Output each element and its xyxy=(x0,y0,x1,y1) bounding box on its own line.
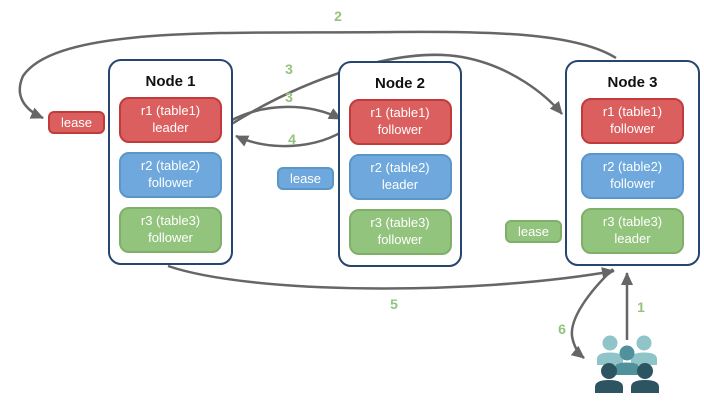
node-1-title: Node 1 xyxy=(145,73,196,90)
node-2-replica-r2: r2 (table2) leader xyxy=(348,154,452,200)
node-1: Node 1 r1 (table1) leader r2 (table2) fo… xyxy=(108,59,233,265)
replica-role: follower xyxy=(377,122,423,137)
node-2: Node 2 r1 (table1) follower r2 (table2) … xyxy=(338,61,462,267)
step-label-2: 2 xyxy=(334,8,342,24)
replica-name: r3 (table3) xyxy=(370,215,430,231)
node-2-replica-r1: r1 (table1) follower xyxy=(348,99,452,145)
replica-role: follower xyxy=(610,176,655,191)
replica-role: follower xyxy=(610,121,655,136)
step-label-4: 4 xyxy=(288,131,296,147)
arrow-step3-leader-to-node3 xyxy=(229,53,563,127)
step-label-3b: 3 xyxy=(285,89,293,105)
step-label-5: 5 xyxy=(390,296,398,312)
node-2-replica-r3: r3 (table3) follower xyxy=(348,209,452,255)
step-label-1: 1 xyxy=(637,299,645,315)
node-3-replica-r2: r2 (table2) follower xyxy=(581,153,684,199)
replica-name: r2 (table2) xyxy=(602,159,663,175)
arrow-step4-node2-to-leader xyxy=(235,126,349,148)
replica-name: r1 (table1) xyxy=(370,105,430,121)
replica-name: r1 (table1) xyxy=(140,103,201,119)
step-label-3a: 3 xyxy=(285,61,293,77)
node-1-replica-r2: r2 (table2) follower xyxy=(119,152,222,198)
arrow-step6-node3-to-users xyxy=(570,268,614,359)
node-1-replica-r3: r3 (table3) follower xyxy=(119,207,222,253)
replica-role: follower xyxy=(377,232,423,247)
replica-name: r2 (table2) xyxy=(370,160,430,176)
node-1-replica-r1: r1 (table1) leader xyxy=(119,97,222,143)
replica-role: leader xyxy=(614,231,651,246)
lease-badge-table2: lease xyxy=(277,167,334,190)
lease-badge-table1: lease xyxy=(48,111,105,134)
arrow-step2-node3-to-lease1 xyxy=(18,30,617,120)
node-3-replica-r3: r3 (table3) leader xyxy=(581,208,684,254)
node-2-title: Node 2 xyxy=(374,75,425,92)
arrow-step3-leader-to-node2 xyxy=(229,105,342,123)
replica-name: r3 (table3) xyxy=(602,214,663,230)
step-label-6: 6 xyxy=(558,321,566,337)
replica-role: leader xyxy=(152,120,189,135)
lease-badge-table3: lease xyxy=(505,220,562,243)
node-3-title: Node 3 xyxy=(607,74,658,91)
replica-role: follower xyxy=(148,230,193,245)
replica-role: leader xyxy=(381,177,419,192)
replica-name: r1 (table1) xyxy=(602,104,663,120)
node-3-replica-r1: r1 (table1) follower xyxy=(581,98,684,144)
replica-role: follower xyxy=(148,175,193,190)
arrow-step5-node1-to-node3 xyxy=(167,264,615,290)
replica-name: r2 (table2) xyxy=(140,158,201,174)
replica-name: r3 (table3) xyxy=(140,213,201,229)
node-3: Node 3 r1 (table1) follower r2 (table2) … xyxy=(565,60,700,266)
